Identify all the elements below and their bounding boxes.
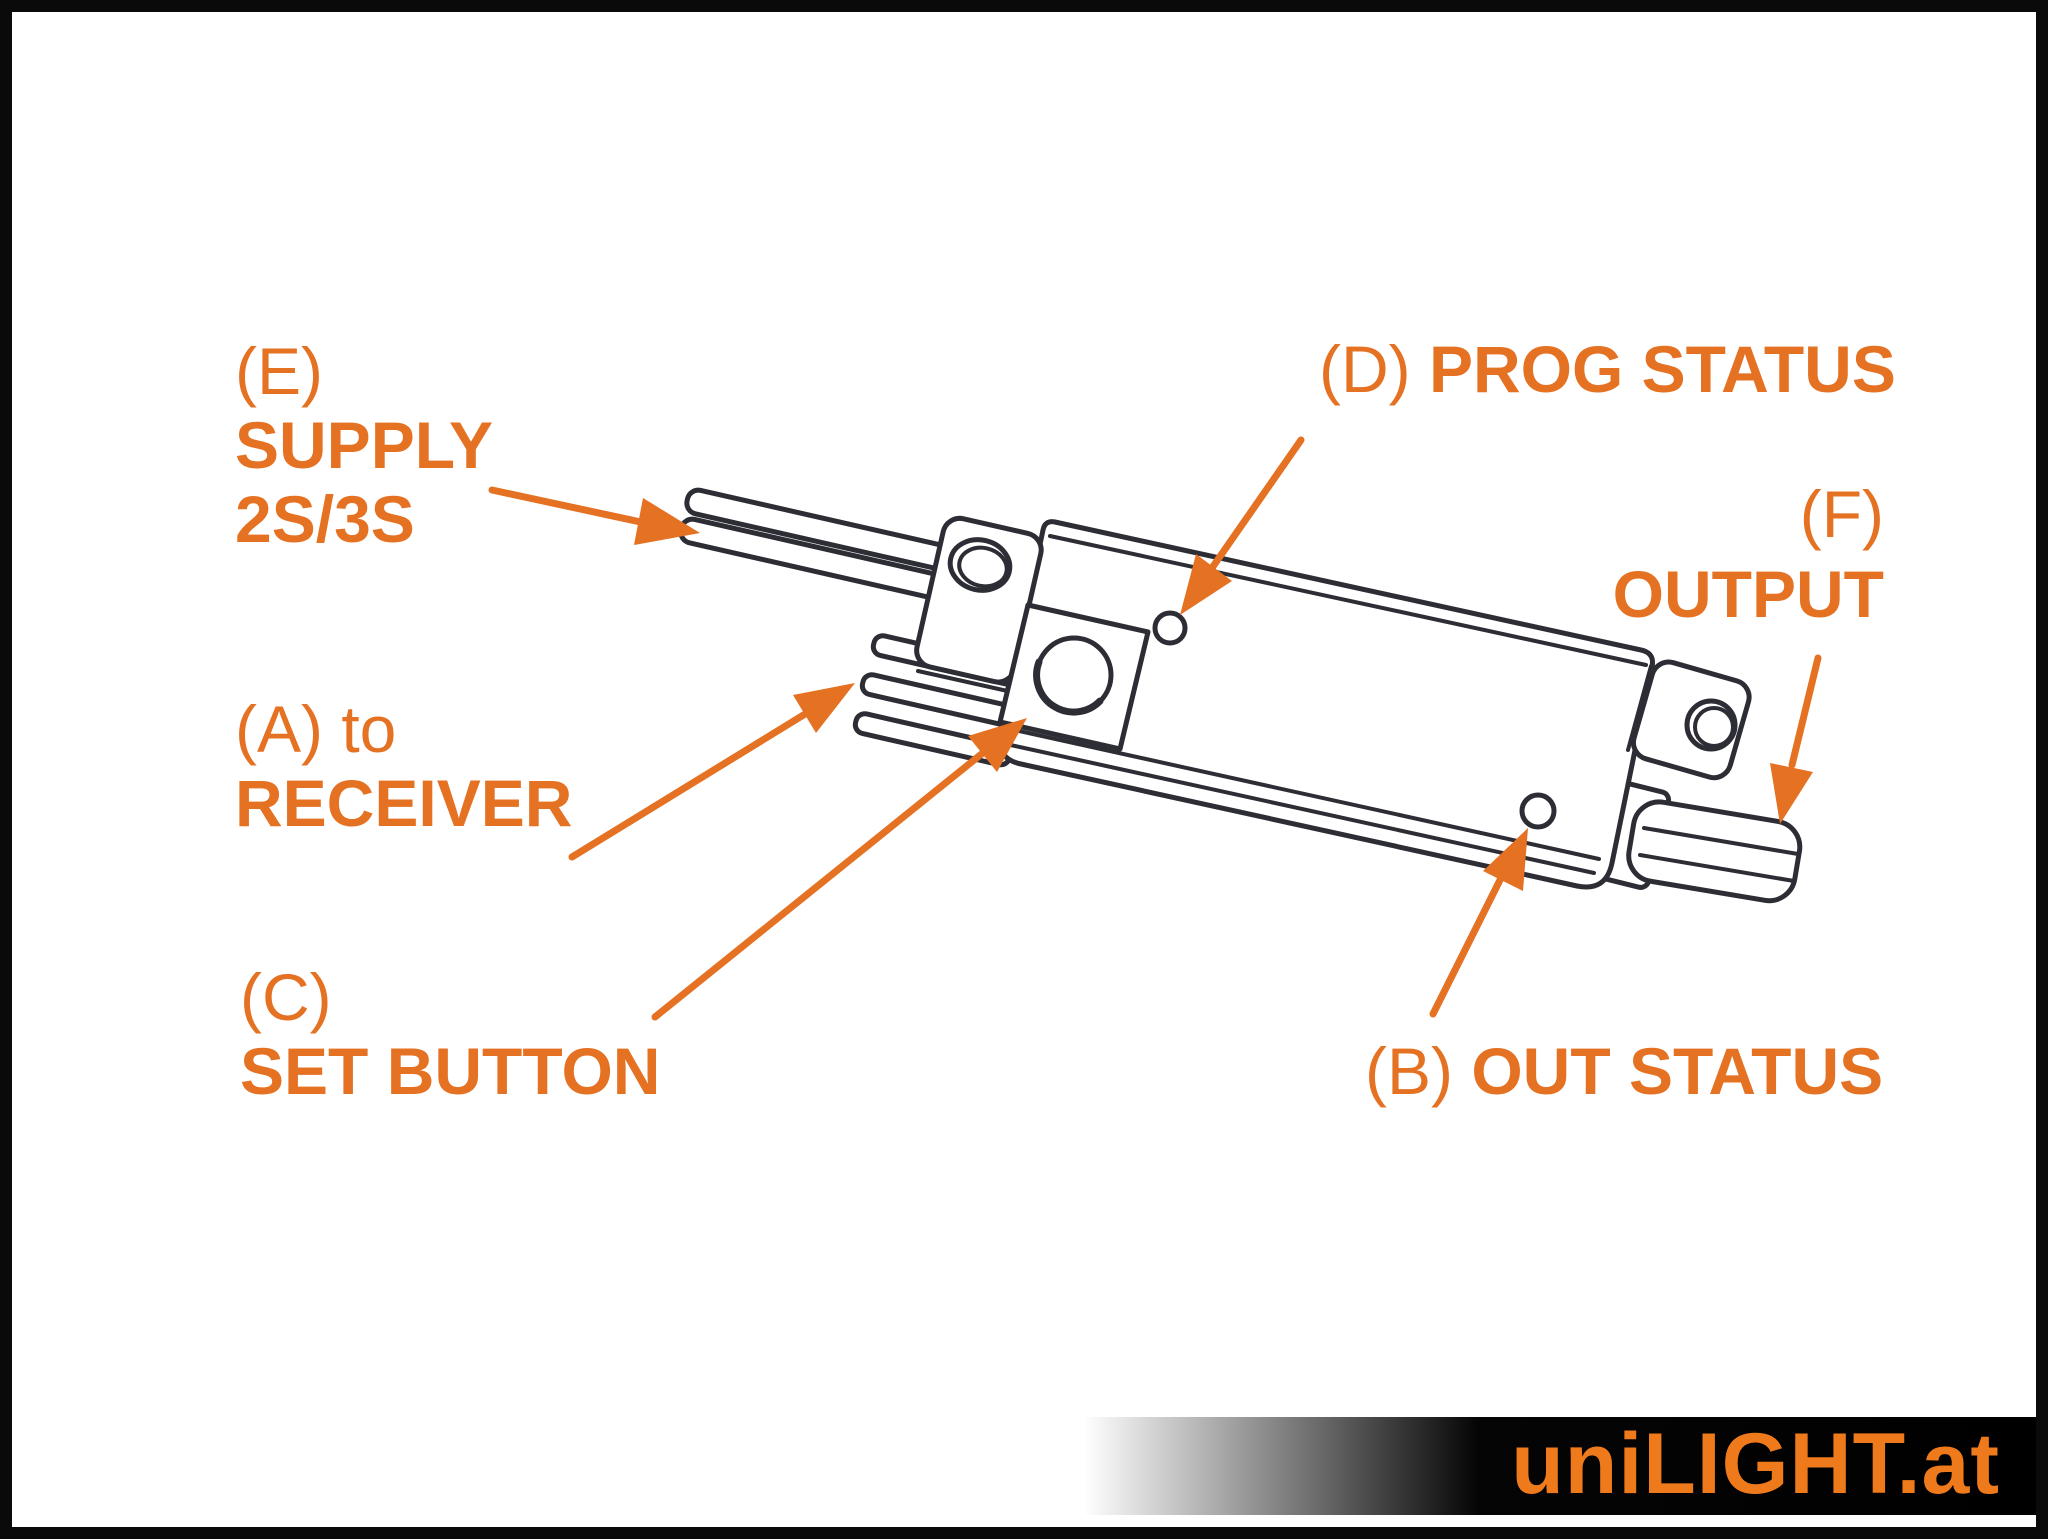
label-set-button-id: (C): [240, 960, 332, 1034]
label-set-button: (C) SET BUTTON: [240, 960, 660, 1108]
label-receiver-prefix: to: [341, 692, 397, 766]
label-receiver-id: (A): [235, 692, 323, 766]
label-supply: (E) SUPPLY 2S/3S: [235, 334, 493, 556]
label-out-status-id: (B): [1365, 1034, 1453, 1108]
label-supply-id: (E): [235, 334, 323, 408]
arrow-receiver: [568, 683, 855, 861]
out-status-led: [1519, 792, 1557, 830]
mounting-tab-left: [914, 515, 1044, 694]
arrow-prog-status: [1180, 436, 1305, 615]
label-prog-status-name: PROG STATUS: [1428, 332, 1896, 406]
label-prog-status: (D) PROG STATUS: [1319, 332, 1896, 406]
arrow-out-status: [1429, 828, 1528, 1018]
arrow-output: [1770, 654, 1822, 824]
label-supply-line2: 2S/3S: [235, 482, 415, 556]
label-set-button-name: SET BUTTON: [240, 1034, 661, 1108]
prog-status-led: [1152, 610, 1188, 646]
device-line-drawing: [488, 436, 1822, 1021]
label-output: (F) OUTPUT: [1613, 474, 1884, 634]
label-out-status-name: OUT STATUS: [1471, 1034, 1884, 1108]
mounting-tab-right: [1626, 659, 1752, 781]
label-out-status: (B) OUT STATUS: [1365, 1034, 1883, 1108]
label-receiver: (A) to RECEIVER: [235, 692, 572, 840]
label-prog-status-id: (D): [1319, 332, 1411, 406]
brand-logo: uniLIGHT.at: [1511, 1416, 2000, 1512]
label-output-name: OUTPUT: [1612, 557, 1884, 631]
set-button: [997, 602, 1151, 752]
arrow-supply: [488, 486, 700, 545]
brand-bar: uniLIGHT.at: [1074, 1417, 2036, 1515]
supply-cable: [678, 487, 952, 601]
label-supply-line1: SUPPLY: [235, 408, 494, 482]
label-receiver-name: RECEIVER: [235, 766, 573, 840]
label-output-id: (F): [1799, 477, 1884, 551]
arrow-set-button: [651, 718, 1027, 1021]
